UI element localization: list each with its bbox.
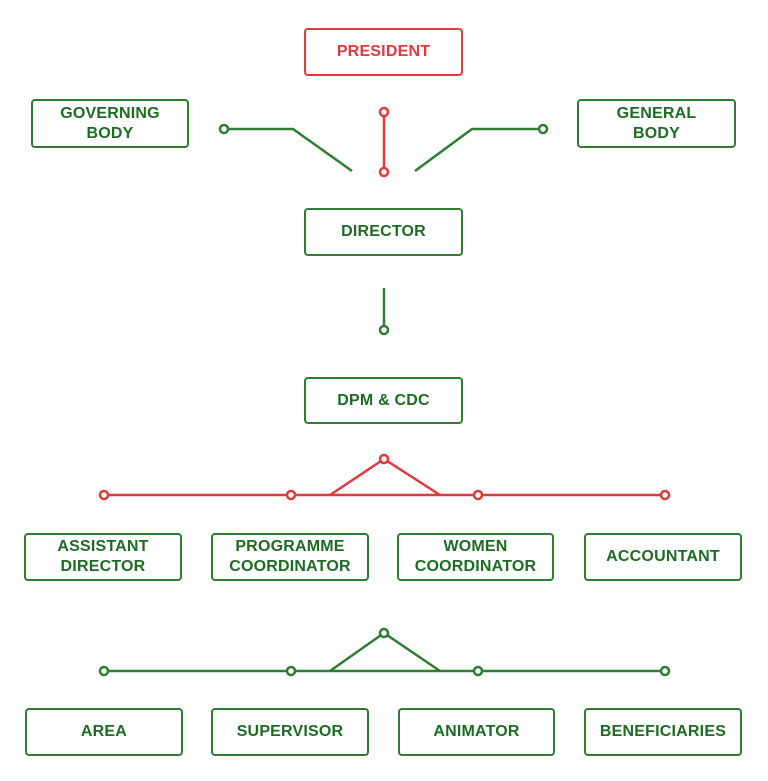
area-box: AREA bbox=[25, 708, 183, 756]
dpm-cdc-box: DPM & CDC bbox=[304, 377, 463, 424]
assistant-director-box: ASSISTANT DIRECTOR bbox=[24, 533, 182, 581]
governing-body-label: GOVERNING BODY bbox=[60, 104, 160, 142]
governing-body-connector bbox=[218, 123, 353, 173]
field-branch-connector bbox=[98, 627, 671, 677]
animator-box: ANIMATOR bbox=[398, 708, 555, 756]
women-coordinator-label: WOMEN COORDINATOR bbox=[414, 538, 537, 575]
staff-branch-connector bbox=[98, 453, 671, 501]
president-label: PRESIDENT bbox=[336, 43, 431, 60]
director-box: DIRECTOR bbox=[304, 208, 463, 256]
animator-label: ANIMATOR bbox=[433, 723, 520, 740]
programme-coordinator-box: PROGRAMME COORDINATOR bbox=[211, 533, 369, 581]
assistant-director-label: ASSISTANT DIRECTOR bbox=[57, 538, 149, 575]
accountant-label: ACCOUNTANT bbox=[606, 548, 720, 565]
director-dpm-connector bbox=[378, 288, 390, 336]
general-body-connector bbox=[414, 123, 549, 173]
governing-body-box: GOVERNING BODY bbox=[31, 99, 189, 148]
beneficiaries-box: BENEFICIARIES bbox=[584, 708, 742, 756]
president-director-connector bbox=[378, 106, 390, 178]
women-coordinator-box: WOMEN COORDINATOR bbox=[397, 533, 554, 581]
president-box: PRESIDENT bbox=[304, 28, 463, 76]
beneficiaries-label: BENEFICIARIES bbox=[599, 723, 727, 740]
supervisor-box: SUPERVISOR bbox=[211, 708, 369, 756]
area-label: AREA bbox=[80, 723, 128, 740]
accountant-box: ACCOUNTANT bbox=[584, 533, 742, 581]
dpm-cdc-label: DPM & CDC bbox=[337, 391, 430, 409]
director-label: DIRECTOR bbox=[341, 223, 426, 240]
supervisor-label: SUPERVISOR bbox=[236, 723, 344, 740]
programme-coordinator-label: PROGRAMME COORDINATOR bbox=[229, 538, 351, 575]
general-body-label: GENERAL BODY bbox=[616, 104, 697, 142]
general-body-box: GENERAL BODY bbox=[577, 99, 736, 148]
